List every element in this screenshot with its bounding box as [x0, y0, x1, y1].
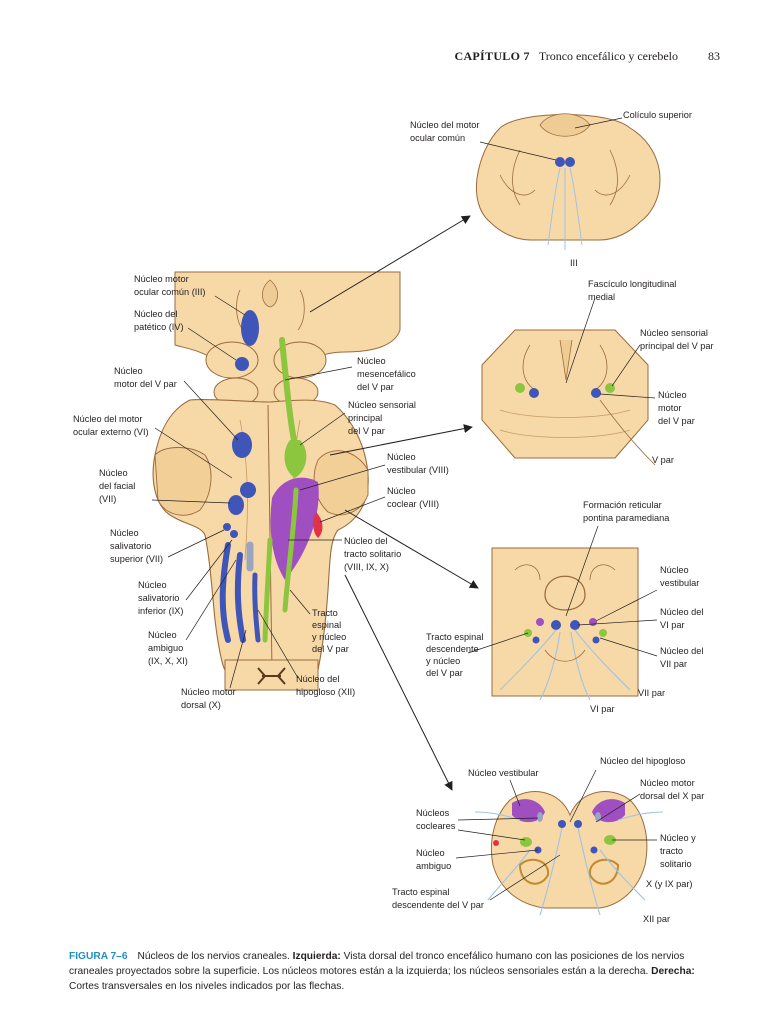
caption-part1: Núcleos de los nervios craneales. — [137, 951, 293, 962]
running-head: CAPÍTULO 7 Tronco encefálico y cerebelo — [454, 49, 678, 64]
level-arrows — [309, 215, 479, 791]
s4-vestibular-label: Núcleo vestibular — [468, 768, 538, 778]
section-midbrain — [475, 113, 661, 250]
caption-bold2: Derecha: — [651, 965, 695, 977]
s4-hypoglossal-label: Núcleo del hipogloso — [600, 756, 685, 766]
section-lower-pons — [467, 525, 658, 701]
caption-fig-label: FIGURA 7–6 — [69, 951, 128, 962]
figure-caption: FIGURA 7–6 Núcleos de los nervios craneal… — [69, 950, 719, 994]
caption-part2: Vista dorsal del tronco encefálico human… — [69, 951, 685, 977]
dorsal-brainstem-view — [152, 271, 401, 691]
chapter-title: Tronco encefálico y cerebelo — [538, 49, 678, 63]
caption-bold1: Izquierda: — [292, 951, 341, 962]
s1-nerve-iii-label: III — [570, 258, 578, 268]
page-number: 83 — [708, 49, 720, 63]
page-header: CAPÍTULO 7 Tronco encefálico y cerebelo … — [0, 46, 768, 66]
s1-colliculus-label: Colículo superior — [623, 110, 692, 120]
caption-part3: Cortes transversales en los niveles indi… — [69, 980, 345, 992]
section-upper-pons — [481, 297, 656, 466]
s4-nerve-xii-label: XII par — [643, 914, 670, 924]
s3-nerve-vi-label: VI par — [590, 704, 615, 714]
chapter-label: CAPÍTULO 7 — [454, 49, 530, 63]
left-leader-lines — [151, 295, 386, 689]
s4-nerve-x-label: X (y IX par) — [646, 879, 692, 889]
s3-nerve-vii-label: VII par — [638, 688, 665, 698]
s2-nerve-v-label: V par — [652, 455, 674, 465]
section-medulla — [455, 769, 664, 916]
